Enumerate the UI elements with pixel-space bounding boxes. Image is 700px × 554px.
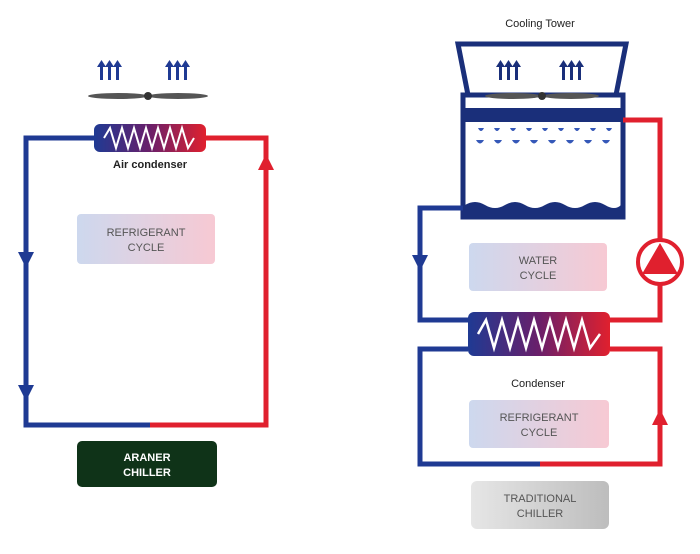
- flow-arrow-icon: [18, 385, 34, 401]
- refrigerant-loop-cold: [417, 346, 540, 467]
- traditional-badge-line1: TRADITIONAL: [504, 493, 577, 505]
- araner-system: Air condenser REFRIGERANT CYCLE ARANER C…: [18, 60, 274, 487]
- refrigerant-cycle-line2: CYCLE: [128, 242, 165, 254]
- refrigerant-cycle-line1: REFRIGERANT: [107, 227, 186, 239]
- traditional-system: Cooling Tower: [412, 18, 684, 529]
- traditional-chiller-badge: [471, 481, 609, 529]
- refrigerant-cycle-line2: CYCLE: [521, 427, 558, 439]
- fan-icon: [485, 92, 599, 100]
- air-condenser-label: Air condenser: [113, 159, 188, 171]
- traditional-badge-line2: CHILLER: [517, 508, 564, 520]
- coil-icon: [94, 124, 206, 152]
- flow-arrow-icon: [652, 409, 668, 425]
- cooling-tower-label: Cooling Tower: [505, 18, 575, 30]
- coil-icon: [468, 312, 610, 356]
- araner-chiller-badge: [77, 441, 217, 487]
- water-cycle-box: [469, 243, 607, 291]
- water-loop-hot: [610, 117, 663, 323]
- refrigerant-cycle-line1: REFRIGERANT: [500, 412, 579, 424]
- flow-arrow-icon: [258, 154, 274, 170]
- flow-arrow-icon: [412, 255, 428, 271]
- refrigerant-cycle-box: [77, 214, 215, 264]
- pump-icon: [636, 238, 684, 286]
- airflow-arrow-icon: [97, 60, 190, 80]
- airflow-arrow-icon: [496, 60, 584, 80]
- refrigerant-cycle-box: [469, 400, 609, 448]
- araner-badge-line2: CHILLER: [123, 467, 171, 479]
- water-cycle-line2: CYCLE: [520, 270, 557, 282]
- refrigerant-loop-cold: [23, 135, 150, 428]
- refrigerant-loop-hot: [540, 346, 663, 467]
- water-cycle-line1: WATER: [519, 255, 558, 267]
- araner-badge-line1: ARANER: [123, 452, 170, 464]
- water-loop-cold: [417, 205, 470, 323]
- cooling-tower: [454, 41, 630, 220]
- flow-arrow-icon: [18, 252, 34, 268]
- refrigerant-loop-hot: [150, 135, 269, 428]
- fan-icon: [88, 92, 208, 100]
- condenser-label: Condenser: [511, 378, 565, 390]
